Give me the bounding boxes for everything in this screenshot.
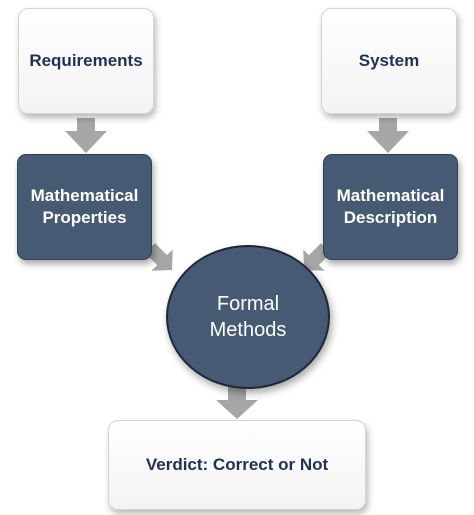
formal-methods-line2: Methods bbox=[209, 319, 287, 341]
mathematical-properties-line2: Properties bbox=[42, 208, 127, 227]
verdict-box: Verdict: Correct or Not bbox=[108, 420, 366, 510]
verdict-label: Verdict: Correct or Not bbox=[145, 455, 329, 474]
mathematical-properties-line1: Mathematical bbox=[30, 185, 139, 205]
mathematical-description-line2: Description bbox=[343, 208, 438, 227]
formal-methods-line1: Formal bbox=[216, 293, 280, 315]
mathematical-properties-box: Mathematical Properties bbox=[17, 154, 152, 260]
mathematical-description-box: Mathematical Description bbox=[323, 154, 458, 260]
requirements-label: Requirements bbox=[29, 51, 143, 70]
formal-methods-circle: Formal Methods bbox=[166, 245, 330, 389]
system-box: System bbox=[321, 8, 457, 114]
arrow-system-to-description bbox=[367, 118, 409, 153]
requirements-box: Requirements bbox=[18, 8, 154, 114]
arrow-formal-methods-to-verdict bbox=[216, 387, 258, 419]
arrow-properties-to-formal-methods bbox=[145, 243, 173, 271]
mathematical-description-line1: Mathematical bbox=[336, 185, 445, 205]
arrow-requirements-to-properties bbox=[65, 118, 107, 153]
system-label: System bbox=[358, 51, 420, 70]
